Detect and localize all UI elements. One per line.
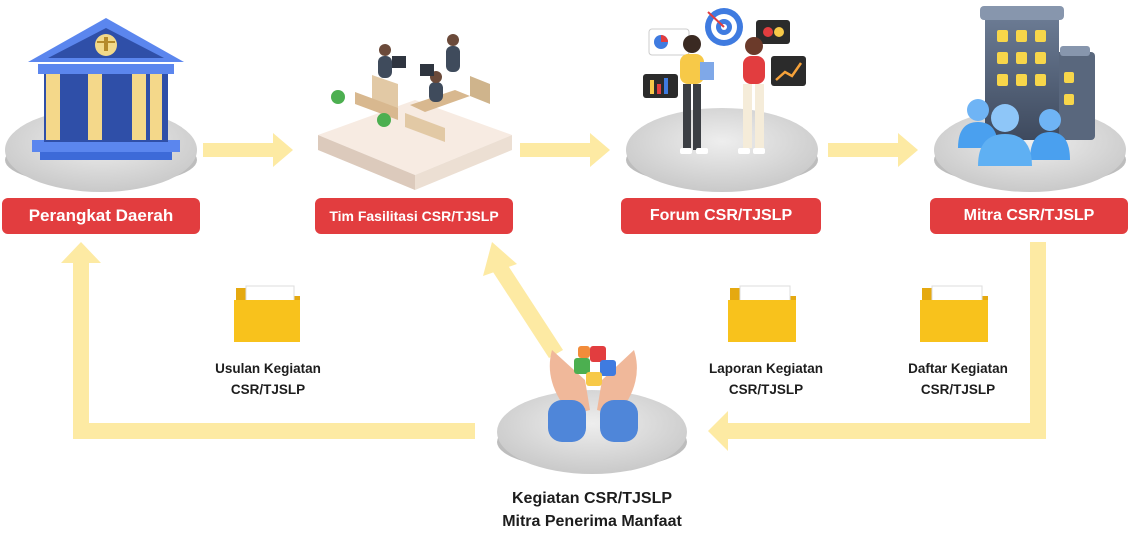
caption-usulan-line2: CSR/TJSLP [230, 382, 306, 397]
folder-icon-usulan [234, 285, 300, 342]
node-label-mitra: Mitra CSR/TJSLP [930, 198, 1128, 234]
caption-laporan-line1: Laporan Kegiatan [708, 361, 824, 376]
puzzle-hands-icon [548, 346, 638, 442]
node-label-perangkat-daerah: Perangkat Daerah [2, 198, 200, 234]
caption-daftar: Daftar Kegiatan CSR/TJSLP [888, 358, 1028, 400]
node-label-forum: Forum CSR/TJSLP [621, 198, 821, 234]
arrow-center-to-tim [483, 242, 563, 358]
center-caption-line1: Kegiatan CSR/TJSLP [511, 490, 673, 507]
caption-usulan-line1: Usulan Kegiatan [215, 361, 321, 376]
node-label-tim-fasilitasi: Tim Fasilitasi CSR/TJSLP [315, 198, 513, 234]
company-building-icon [958, 6, 1095, 166]
arrow-center-to-perangkat [61, 242, 475, 439]
caption-laporan: Laporan Kegiatan CSR/TJSLP [694, 358, 838, 400]
platform-center [497, 390, 687, 474]
office-desk-icon [318, 34, 512, 190]
forum-people-icon [643, 8, 806, 154]
platform-forum [626, 108, 818, 192]
arrow-mitra-to-center [708, 242, 1046, 451]
folder-icon-daftar [920, 285, 988, 342]
caption-laporan-line2: CSR/TJSLP [728, 382, 804, 397]
folder-icon-laporan [728, 285, 796, 342]
government-building-icon [28, 18, 184, 160]
caption-usulan: Usulan Kegiatan CSR/TJSLP [198, 358, 338, 400]
center-caption-line2: Mitra Penerima Manfaat [502, 513, 682, 530]
arrow-perangkat-to-tim [203, 133, 293, 167]
arrow-forum-to-mitra [828, 133, 918, 167]
center-caption: Kegiatan CSR/TJSLP Mitra Penerima Manfaa… [462, 487, 722, 533]
caption-daftar-line1: Daftar Kegiatan [908, 361, 1008, 376]
caption-daftar-line2: CSR/TJSLP [920, 382, 996, 397]
arrow-tim-to-forum [520, 133, 610, 167]
